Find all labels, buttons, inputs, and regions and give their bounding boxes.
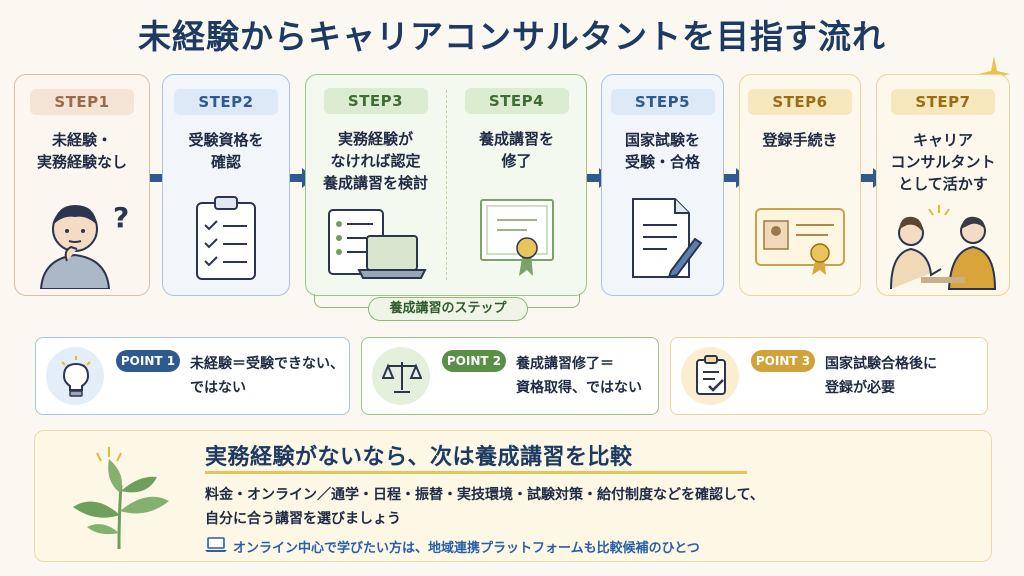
step-6-card: STEP6 登録手続き <box>739 74 861 296</box>
bottom-title: 実務経験がないなら、次は養成講習を比較 <box>205 445 633 470</box>
step-4-card: STEP4 養成講習を 修了 <box>446 74 587 296</box>
step-2-label: STEP2 <box>174 89 278 115</box>
title-underline <box>205 471 747 474</box>
scale-icon <box>382 362 422 393</box>
thinking-person-icon: ? <box>39 201 129 289</box>
point-1-tag: POINT 1 <box>116 350 180 372</box>
step-7-label: STEP7 <box>891 89 995 115</box>
platform-link[interactable]: オンライン中心で学びたい方は、地域連携プラットフォームも比較候補のひとつ <box>233 541 700 556</box>
svg-text:?: ? <box>113 201 129 234</box>
point-1-text: 未経験＝受験できない、 ではない <box>190 356 344 396</box>
step-5-text: 国家試験を 受験・合格 <box>624 131 700 171</box>
point-3-tag: POINT 3 <box>751 350 815 372</box>
step-5-card: STEP5 国家試験を 受験・合格 <box>601 74 724 296</box>
consultation-icon <box>890 205 997 290</box>
exam-paper-icon <box>631 198 702 279</box>
step-3-label: STEP3 <box>323 88 428 114</box>
step-7-text: キャリア コンサルタント として活かす <box>890 131 996 193</box>
sprout-icon <box>73 447 169 550</box>
bottom-panel: 実務経験がないなら、次は養成講習を比較 料金・オンライン／通学・日程・振替・実技… <box>34 430 992 562</box>
point-3-box: POINT 3 国家試験合格後に 登録が必要 <box>670 337 988 415</box>
point-1-box: POINT 1 未経験＝受験できない、 ではない <box>35 337 350 415</box>
step-5-label: STEP5 <box>610 89 715 115</box>
point-2-box: POINT 2 養成講習修了＝ 資格取得、ではない <box>361 337 659 415</box>
point-2-tag: POINT 2 <box>442 350 506 372</box>
divider <box>446 90 447 280</box>
step-4-text: 養成講習を 修了 <box>478 130 554 170</box>
lightbulb-icon <box>61 356 91 397</box>
point-2-text: 養成講習修了＝ 資格取得、ではない <box>516 356 642 396</box>
step-6-text: 登録手続き <box>762 131 838 149</box>
step-1-card: STEP1 未経験・ 実務経験なし ? <box>14 74 150 296</box>
step-3-card: STEP3 実務経験が なければ認定 養成講習を検討 <box>305 74 446 296</box>
checklist-icon <box>196 196 256 280</box>
laptop-icon <box>205 537 227 552</box>
bottom-body: 料金・オンライン／通学・日程・振替・実技環境・試験対策・給付制度などを確認して、… <box>205 487 764 527</box>
step-2-card: STEP2 受験資格を 確認 <box>162 74 290 296</box>
step-7-card: STEP7 キャリア コンサルタント として活かす <box>876 74 1010 296</box>
id-card-icon <box>755 208 845 275</box>
step-2-text: 受験資格を 確認 <box>188 131 264 171</box>
step-4-label: STEP4 <box>464 88 569 114</box>
laptop-course-icon <box>327 209 427 279</box>
step-3-text: 実務経験が なければ認定 養成講習を検討 <box>322 130 428 192</box>
certificate-icon <box>479 199 554 276</box>
page-title: 未経験からキャリアコンサルタントを目指す流れ <box>138 17 886 56</box>
step-1-text: 未経験・ 実務経験なし <box>36 131 127 171</box>
step-1-label: STEP1 <box>30 89 134 115</box>
clipboard-check-icon <box>696 355 726 395</box>
point-3-text: 国家試験合格後に 登録が必要 <box>825 356 937 396</box>
step-6-label: STEP6 <box>748 89 852 115</box>
course-steps-label: 養成講習のステップ <box>368 297 528 321</box>
